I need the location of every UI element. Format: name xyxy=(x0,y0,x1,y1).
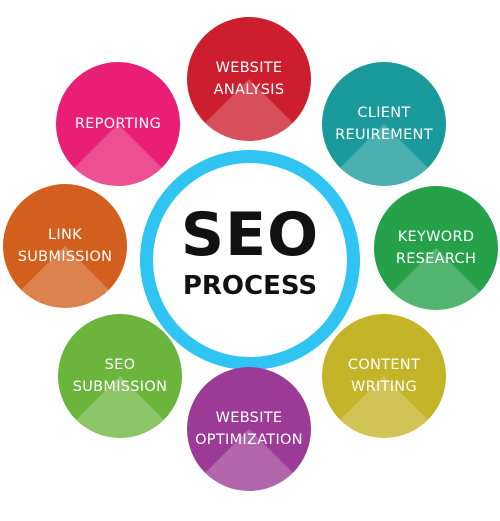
step-reporting: REPORTING xyxy=(56,62,180,186)
step-seo-submission: SEO SUBMISSION xyxy=(58,314,182,438)
center-subtitle: PROCESS xyxy=(182,271,318,301)
step-keyword-research: KEYWORD RESEARCH xyxy=(374,186,498,310)
step-label: SEO SUBMISSION xyxy=(72,357,168,395)
step-client-requirement: CLIENT REUIREMENT xyxy=(322,62,446,186)
step-label: KEYWORD RESEARCH xyxy=(395,229,477,267)
center-title: SEO xyxy=(180,200,320,270)
step-website-optimization: WEBSITE OPTIMIZATION xyxy=(187,367,311,491)
step-label: CONTENT WRITING xyxy=(347,357,421,395)
step-content-writing: CONTENT WRITING xyxy=(322,314,446,438)
step-label: WEBSITE OPTIMIZATION xyxy=(195,410,303,448)
step-website-analysis: WEBSITE ANALYSIS xyxy=(187,17,311,141)
step-link-submission: LINK SUBMISSION xyxy=(3,184,127,308)
step-label: LINK SUBMISSION xyxy=(17,227,113,265)
step-label: CLIENT REUIREMENT xyxy=(335,105,433,143)
step-label: REPORTING xyxy=(74,116,162,132)
step-label: WEBSITE ANALYSIS xyxy=(213,60,285,98)
